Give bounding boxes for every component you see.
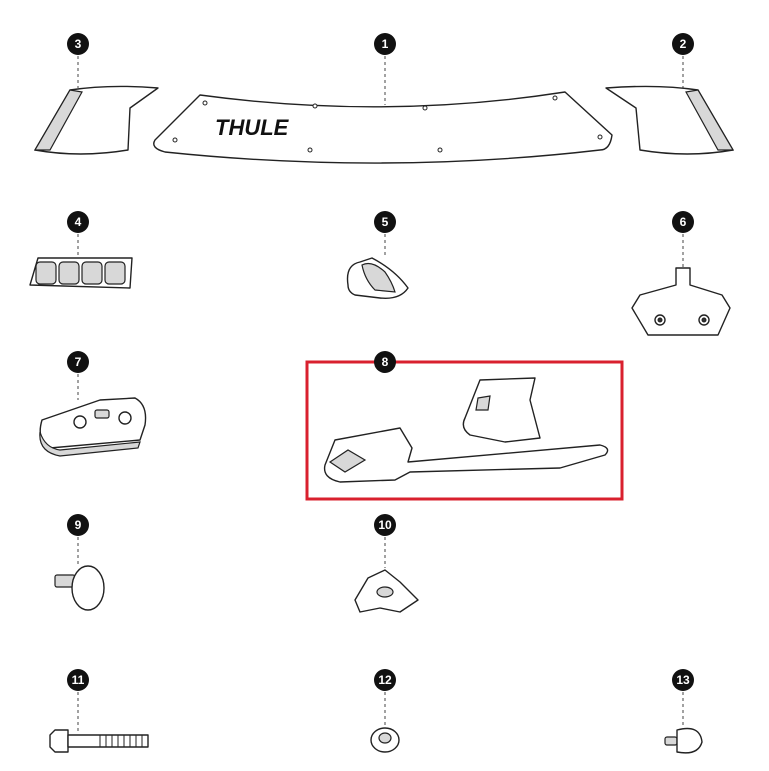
- badge-3: 3: [67, 33, 89, 55]
- part-5-rubber-pad: [346, 257, 409, 299]
- svg-text:12: 12: [378, 673, 392, 687]
- svg-text:13: 13: [676, 673, 690, 687]
- part-7-clamp: [39, 397, 147, 457]
- part-2-right-end-cap: [605, 85, 735, 155]
- leader-lines: [77, 56, 684, 733]
- svg-text:4: 4: [75, 215, 82, 229]
- highlight-box: [305, 360, 624, 501]
- badge-7: 7: [67, 351, 89, 373]
- badge-6: 6: [672, 211, 694, 233]
- part-11-bolt: [49, 729, 149, 753]
- part-8-strap-kit: [323, 377, 609, 483]
- badge-11: 11: [67, 669, 89, 691]
- part-9-rivet: [54, 565, 105, 611]
- badge-4: 4: [67, 211, 89, 233]
- badge-13: 13: [672, 669, 694, 691]
- part-10-knob: [354, 569, 419, 613]
- thule-logo: THULE: [215, 115, 290, 140]
- svg-text:3: 3: [75, 37, 82, 51]
- svg-text:9: 9: [75, 518, 82, 532]
- part-12-nut: [370, 727, 400, 753]
- badge-2: 2: [672, 33, 694, 55]
- part-13-cap: [664, 727, 703, 754]
- badge-5: 5: [374, 211, 396, 233]
- svg-text:11: 11: [72, 673, 85, 687]
- svg-text:5: 5: [382, 215, 389, 229]
- svg-text:6: 6: [680, 215, 687, 229]
- svg-text:2: 2: [680, 37, 687, 51]
- badge-12: 12: [374, 669, 396, 691]
- part-4-pad-strip: [29, 257, 133, 289]
- svg-text:8: 8: [382, 355, 389, 369]
- badge-8: 8: [374, 351, 396, 373]
- svg-text:1: 1: [382, 37, 389, 51]
- badge-10: 10: [374, 514, 396, 536]
- svg-text:7: 7: [75, 355, 82, 369]
- part-3-left-end-cap: [33, 85, 159, 155]
- svg-text:10: 10: [378, 518, 392, 532]
- badge-1: 1: [374, 33, 396, 55]
- part-6-mount-bracket: [631, 267, 731, 336]
- badge-9: 9: [67, 514, 89, 536]
- part-1-fairing: THULE: [153, 91, 613, 164]
